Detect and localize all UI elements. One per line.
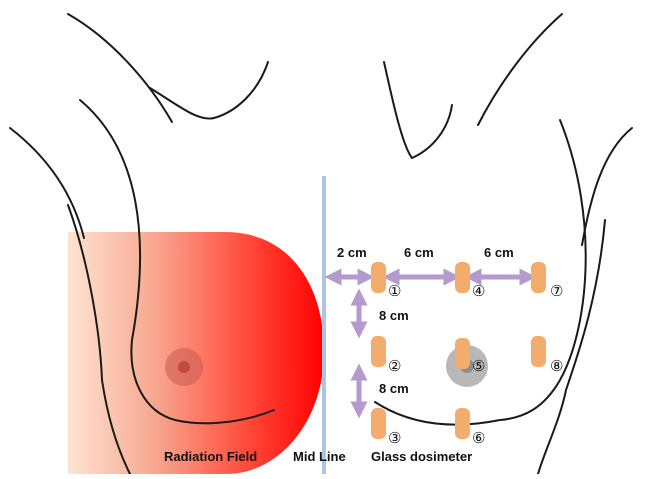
nipple-left-center xyxy=(178,361,190,373)
distance-label-8cm-1: 8 cm xyxy=(379,308,409,323)
mid-line-label: Mid Line xyxy=(293,449,346,464)
dosimeter-7 xyxy=(531,262,546,293)
chest-outline-right xyxy=(538,220,605,474)
dosimeter-6 xyxy=(455,408,470,439)
distance-label-6cm-2: 6 cm xyxy=(484,245,514,260)
dosimeter-number-7: ⑦ xyxy=(550,283,563,300)
dosimeter-4 xyxy=(455,262,470,293)
distance-label-6cm-1: 6 cm xyxy=(404,245,434,260)
neck-left xyxy=(68,14,172,122)
neck-right xyxy=(478,14,562,125)
dosimeter-3 xyxy=(371,408,386,439)
mid-line xyxy=(322,176,326,474)
dosimeter-number-2: ② xyxy=(388,358,401,375)
dosimeter-number-3: ③ xyxy=(388,430,401,447)
dosimeter-1 xyxy=(371,262,386,293)
dosimeter-number-6: ⑥ xyxy=(472,430,485,447)
shoulder-right xyxy=(582,128,632,245)
dosimeter-number-1: ① xyxy=(388,283,401,300)
dosimeter-number-4: ④ xyxy=(472,283,485,300)
dosimeter-2 xyxy=(371,336,386,367)
dosimeter-8 xyxy=(531,336,546,367)
radiation-field-label: Radiation Field xyxy=(164,449,257,464)
dosimeter-number-5: ⑤ xyxy=(472,358,485,375)
glass-dosimeter-label: Glass dosimeter xyxy=(371,449,472,464)
clavicle-right xyxy=(384,62,452,158)
distance-label-8cm-2: 8 cm xyxy=(379,381,409,396)
clavicle-left xyxy=(150,62,268,119)
dosimeter-number-8: ⑧ xyxy=(550,358,563,375)
dosimeter-5 xyxy=(455,338,470,369)
distance-label-2cm: 2 cm xyxy=(337,245,367,260)
